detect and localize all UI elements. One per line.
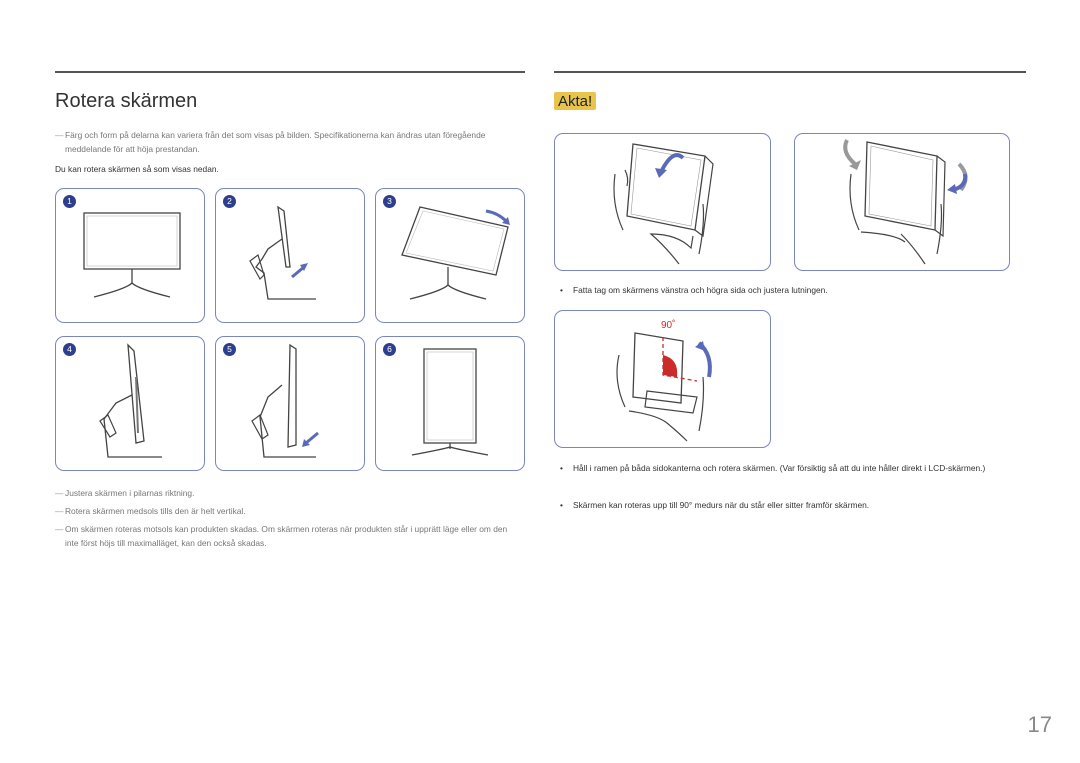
note-dash: ― xyxy=(55,524,64,534)
hands-tilt-illustration xyxy=(613,143,714,265)
monitor-front-illustration xyxy=(83,212,181,298)
note-clockwise: ― Rotera skärmen medsols tills den är he… xyxy=(55,504,515,518)
caution-bullet-3: • Skärmen kan roteras upp till 90° medur… xyxy=(560,498,1010,512)
note-color-shape: ― Färg och form på delarna kan variera f… xyxy=(55,128,515,156)
step-panel-6: 6 xyxy=(375,336,525,471)
monitor-rotating-illustration xyxy=(99,343,162,458)
step-panel-1: 1 xyxy=(55,188,205,323)
note-dash: ― xyxy=(55,488,64,498)
note-text: Om skärmen roteras motsols kan produkten… xyxy=(65,524,508,548)
note-text: Justera skärmen i pilarnas riktning. xyxy=(65,488,195,498)
caution-bullet-2: • Håll i ramen på båda sidokanterna och … xyxy=(560,461,1010,475)
page-title: Rotera skärmen xyxy=(55,90,198,112)
monitor-vertical-illustration xyxy=(411,348,489,456)
bullet-dot: • xyxy=(560,500,563,510)
bullet-text: Skärmen kan roteras upp till 90° medurs … xyxy=(573,500,870,510)
caution-heading: Akta! xyxy=(554,92,597,110)
note-text: Rotera skärmen medsols tills den är helt… xyxy=(65,506,246,516)
bullet-dot: • xyxy=(560,285,563,295)
note-text: Färg och form på delarna kan variera frå… xyxy=(65,130,486,154)
page-number: 17 xyxy=(1027,712,1052,737)
step-panel-5: 5 xyxy=(215,336,365,471)
bullet-text: Håll i ramen på båda sidokanterna och ro… xyxy=(573,463,986,473)
note-dash: ― xyxy=(55,506,64,516)
bullet-dot: • xyxy=(560,463,563,473)
hands-rotate-90-illustration: 90˚ xyxy=(616,319,712,442)
step-panel-2: 2 xyxy=(215,188,365,323)
step-badge-3: 3 xyxy=(383,195,396,208)
caution-panel-rotate: 90˚ xyxy=(554,310,771,448)
note-dash: ― xyxy=(55,130,64,140)
step-badge-6: 6 xyxy=(383,343,396,356)
caution-panel-hold xyxy=(794,133,1010,271)
monitor-side-illustration xyxy=(249,205,316,300)
intro-text: Du kan rotera skärmen så som visas nedan… xyxy=(55,164,219,174)
monitor-tilted-illustration xyxy=(401,206,510,300)
step-panel-3: 3 xyxy=(375,188,525,323)
caution-bullet-1: • Fatta tag om skärmens vänstra och högr… xyxy=(560,283,1010,297)
step-badge-5: 5 xyxy=(223,343,236,356)
note-counterclockwise: ― Om skärmen roteras motsols kan produkt… xyxy=(55,522,515,550)
angle-label: 90˚ xyxy=(661,319,675,331)
note-adjust: ― Justera skärmen i pilarnas riktning. xyxy=(55,486,515,500)
step-badge-1: 1 xyxy=(63,195,76,208)
caution-panel-tilt xyxy=(554,133,771,271)
monitor-rotating-down-illustration xyxy=(251,343,319,458)
bullet-text: Fatta tag om skärmens vänstra och högra … xyxy=(573,285,828,295)
step-panel-4: 4 xyxy=(55,336,205,471)
step-badge-2: 2 xyxy=(223,195,236,208)
hands-hold-illustration xyxy=(843,139,968,265)
step-badge-4: 4 xyxy=(63,343,76,356)
left-top-rule xyxy=(55,71,525,73)
right-top-rule xyxy=(554,71,1026,73)
